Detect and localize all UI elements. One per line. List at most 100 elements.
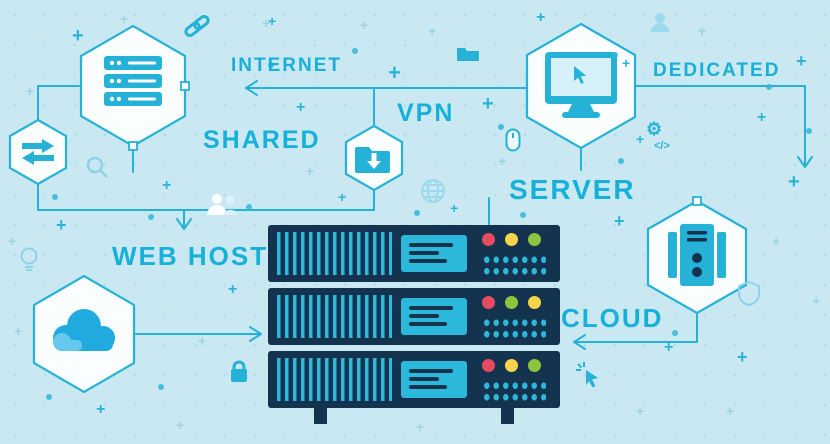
dot-mark (672, 330, 678, 336)
vent-stripes (277, 358, 392, 401)
label-internet: INTERNET (231, 55, 342, 76)
rack-unit (268, 288, 560, 345)
led-grid (480, 378, 546, 401)
users-icon (205, 193, 239, 215)
lightbulb-icon (18, 246, 40, 274)
plus-mark: + (360, 17, 369, 33)
display-panel (401, 298, 467, 335)
led-indicator (505, 359, 518, 372)
plus-mark: + (26, 83, 35, 99)
globe-icon (419, 177, 447, 205)
led-grid (480, 315, 546, 338)
plus-mark: + (788, 171, 800, 193)
rack-unit (268, 351, 560, 408)
connector-lines (37, 80, 813, 350)
led-indicator (505, 296, 518, 309)
plus-mark: + (176, 417, 185, 433)
person-icon (645, 8, 675, 38)
plus-mark: + (636, 403, 645, 419)
label-dedicated: DEDICATED (653, 60, 781, 81)
plus-mark: + (262, 15, 271, 31)
label-web-host: WEB HOST (112, 241, 269, 271)
plus-mark: + (698, 23, 707, 39)
plus-mark: + (296, 99, 306, 116)
led-grid (480, 252, 546, 275)
label-cloud: CLOUD (561, 303, 664, 333)
plus-mark: + (450, 200, 459, 216)
folder-icon (456, 44, 480, 62)
led-indicator (482, 233, 495, 246)
plus-mark: + (536, 9, 546, 26)
label-server: SERVER (509, 174, 636, 205)
rack-leg (501, 408, 514, 424)
shield-icon (737, 280, 761, 307)
dot-mark (52, 194, 58, 200)
plus-mark: + (737, 347, 748, 367)
led-indicator (505, 233, 518, 246)
vent-stripes (277, 295, 392, 338)
plus-mark: + (796, 51, 807, 71)
dot-mark (806, 128, 812, 134)
dot-mark (612, 52, 618, 58)
plus-mark: + (14, 323, 23, 339)
lock-icon (227, 358, 251, 384)
display-panel (401, 235, 467, 272)
plus-mark: + (162, 177, 172, 194)
plus-mark: + (664, 339, 674, 356)
plus-mark: + (498, 153, 507, 169)
code-icon: </> (654, 140, 670, 152)
label-shared: SHARED (203, 126, 321, 154)
rack-leg (314, 408, 327, 424)
mouse-icon (505, 128, 521, 152)
dot-mark (498, 124, 504, 130)
plus-mark: + (338, 189, 347, 205)
cursor-click-icon (574, 360, 604, 390)
plus-mark: + (306, 163, 315, 179)
plus-mark: + (228, 281, 238, 298)
dot-mark (148, 214, 154, 220)
plus-mark: + (622, 55, 631, 71)
cloud-icon (53, 309, 115, 351)
magnifier-icon (85, 155, 109, 179)
plus-mark: + (72, 25, 84, 47)
plus-mark: + (56, 215, 67, 235)
plus-mark: + (636, 131, 645, 147)
dot-mark (158, 384, 164, 390)
dot-mark (46, 394, 52, 400)
led-indicator (482, 359, 495, 372)
plus-mark: + (757, 109, 767, 126)
led-indicator (528, 296, 541, 309)
plus-mark: + (8, 233, 17, 249)
plus-mark: + (812, 293, 821, 309)
plus-mark: + (198, 333, 207, 349)
plus-mark: + (268, 13, 277, 29)
plus-mark: + (388, 60, 401, 85)
dot-mark (246, 204, 252, 210)
plus-mark: + (120, 11, 129, 27)
dot-mark (268, 62, 274, 68)
download-folder-icon (355, 147, 390, 173)
plus-mark: + (428, 23, 437, 39)
plus-mark: + (772, 233, 781, 249)
link-icon (180, 10, 213, 41)
rack-unit (268, 225, 560, 282)
server-stack-icon (104, 56, 162, 106)
gear-icon: ⚙ (646, 119, 663, 139)
dot-mark (618, 158, 624, 164)
plus-mark: + (726, 403, 735, 419)
vent-stripes (277, 232, 392, 275)
plus-mark: + (416, 419, 425, 435)
sync-arrows-icon (22, 139, 54, 165)
dot-mark (414, 210, 420, 216)
dot-mark (352, 48, 358, 54)
plus-mark: + (482, 93, 494, 115)
node-squares (128, 81, 702, 206)
hexagon-sync (8, 118, 68, 186)
display-panel (401, 361, 467, 398)
plus-mark: + (96, 401, 106, 418)
server-tower-icon (668, 224, 726, 286)
dot-mark (520, 212, 526, 218)
dot-mark (766, 84, 772, 90)
